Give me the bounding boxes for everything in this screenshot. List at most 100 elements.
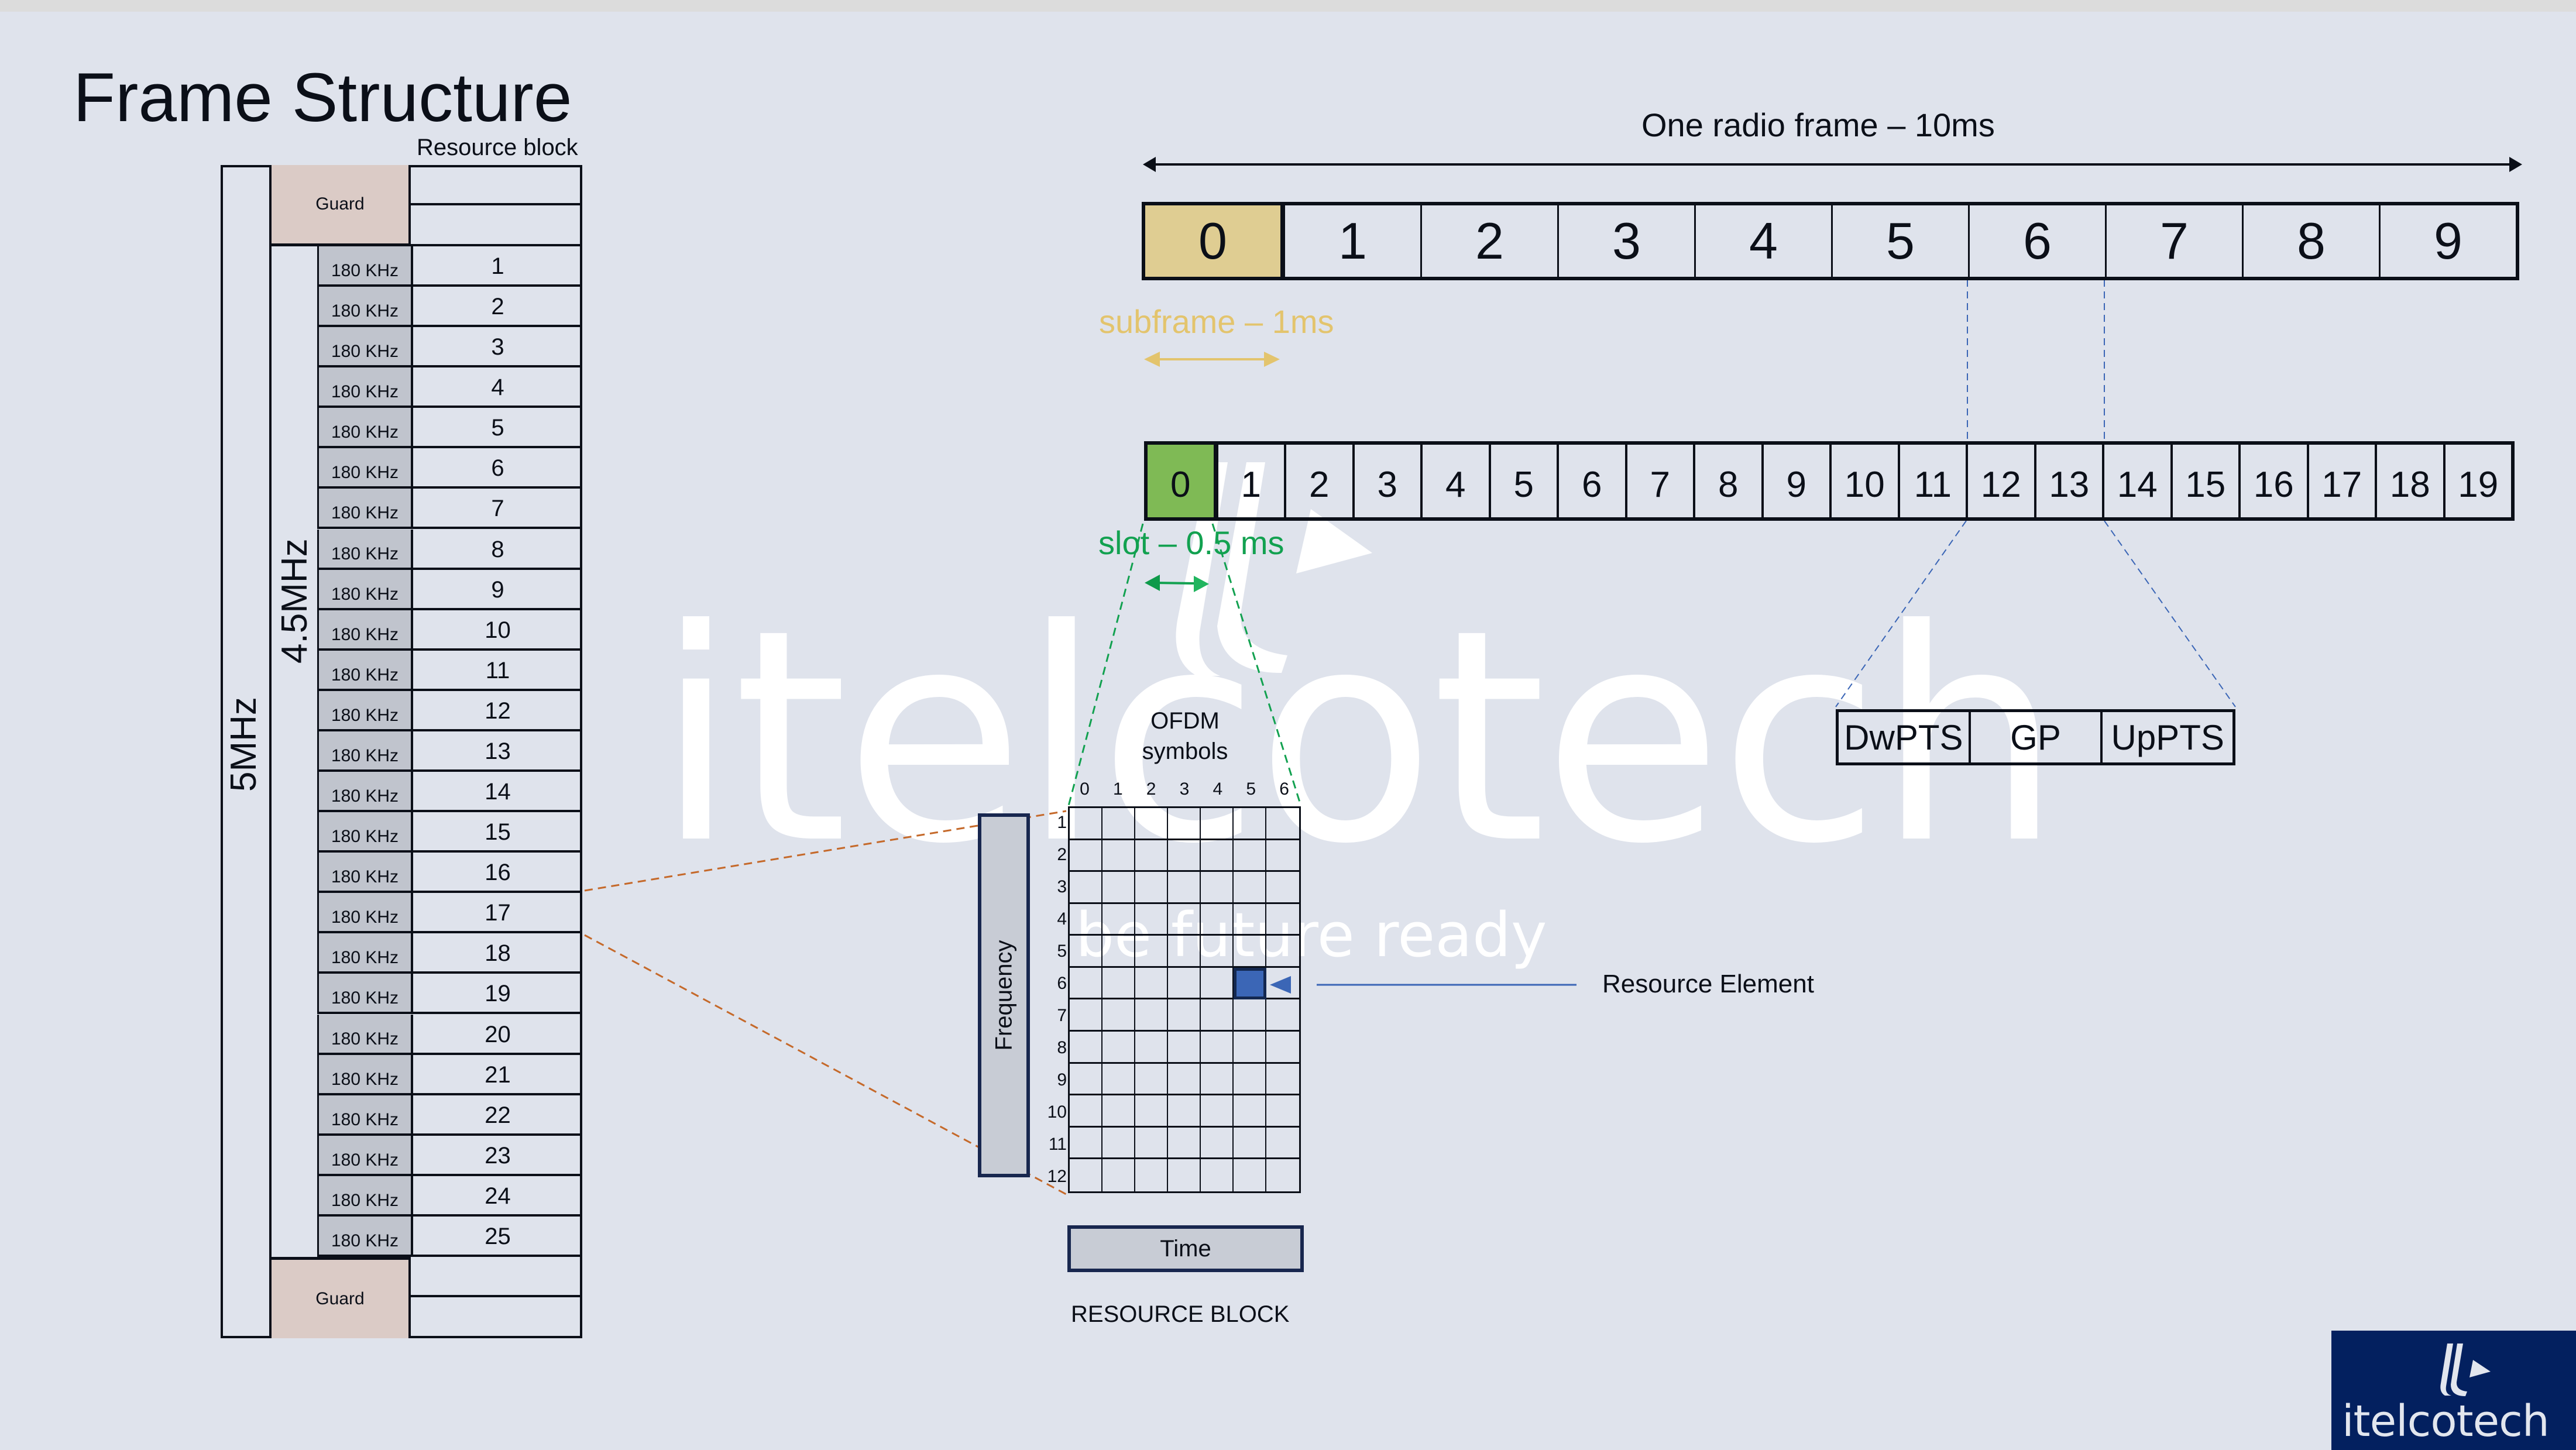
resource-element-cell xyxy=(1234,1063,1266,1096)
ofdm-symbol-index: 6 xyxy=(1279,779,1289,799)
resource-element-cell xyxy=(1135,1127,1168,1160)
rb-bandwidth-cell: 180 KHz xyxy=(317,853,411,894)
resource-element-cell xyxy=(1234,872,1266,904)
subcarrier-index: 9 xyxy=(1057,1070,1067,1090)
resource-element-cell xyxy=(1135,1032,1168,1064)
slot-cell: 18 xyxy=(2375,445,2443,517)
resource-element-cell xyxy=(1201,808,1234,840)
resource-element-cell xyxy=(1234,936,1266,968)
slot-duration-label: slot – 0.5 ms xyxy=(1098,524,1284,561)
subframe-cell: 1 xyxy=(1283,205,1420,277)
rb-bandwidth-cell: 180 KHz xyxy=(317,569,411,610)
ofdm-symbol-index: 4 xyxy=(1213,779,1223,799)
resource-element-cell xyxy=(1102,872,1135,904)
slot-cell: 15 xyxy=(2170,445,2239,517)
slot-cell: 0 xyxy=(1148,445,1216,517)
rb-index-cell: 4 xyxy=(411,367,582,408)
subframe-duration-label: subframe – 1ms xyxy=(1099,303,1334,340)
rb-index-cell: 7 xyxy=(411,489,582,530)
resource-element-cell xyxy=(1234,903,1266,936)
rb-bandwidth-cell: 180 KHz xyxy=(317,772,411,813)
resource-element-cell xyxy=(1070,936,1102,968)
ofdm-symbol-index: 2 xyxy=(1146,779,1156,799)
slot-cell: 10 xyxy=(1829,445,1898,517)
resource-element-cell xyxy=(1168,967,1201,1000)
resource-element-cell xyxy=(1266,1032,1299,1064)
watermark-brand: itelcotech xyxy=(655,567,2062,908)
rb-index-cell: 9 xyxy=(411,569,582,610)
resource-element-cell xyxy=(1070,1095,1102,1128)
rb-index-cell: 16 xyxy=(411,853,582,894)
rb-bandwidth-cell: 180 KHz xyxy=(317,529,411,570)
rb-bandwidth-cell: 180 KHz xyxy=(317,246,411,287)
rb-index-cell: 17 xyxy=(411,893,582,934)
slot-cell: 13 xyxy=(2034,445,2103,517)
resource-element-cell xyxy=(1102,1032,1135,1064)
subcarrier-index: 5 xyxy=(1057,942,1067,961)
rb-bandwidth-cell: 180 KHz xyxy=(317,287,411,328)
slot-cell: 3 xyxy=(1352,445,1421,517)
resource-element-cell xyxy=(1135,840,1168,872)
resource-element-cell xyxy=(1234,1095,1266,1128)
rb-index-cell: 10 xyxy=(411,610,582,651)
rb-bandwidth-cell: 180 KHz xyxy=(317,1095,411,1136)
uppts-field: UpPTS xyxy=(2100,712,2232,762)
rb-bandwidth-cell: 180 KHz xyxy=(317,933,411,974)
resource-element-cell xyxy=(1102,1063,1135,1096)
subframe-cell: 4 xyxy=(1694,205,1831,277)
ofdm-label-line2: symbols xyxy=(1142,738,1228,764)
rb-index-cell: 11 xyxy=(411,650,582,691)
resource-element-cell xyxy=(1070,999,1102,1032)
rb-index-cell: 24 xyxy=(411,1176,582,1217)
resource-element-cell xyxy=(1135,936,1168,968)
subcarrier-index: 7 xyxy=(1057,1006,1067,1025)
rb-bandwidth-cell: 180 KHz xyxy=(317,408,411,449)
guard-rb-cell xyxy=(411,165,582,205)
resource-element-cell xyxy=(1266,936,1299,968)
rb-index-cell: 6 xyxy=(411,448,582,489)
resource-element-cell xyxy=(1201,1095,1234,1128)
resource-element-cell xyxy=(1168,936,1201,968)
subframe-cell: 3 xyxy=(1557,205,1694,277)
resource-element-cell xyxy=(1168,903,1201,936)
resource-element-cell xyxy=(1266,904,1299,936)
usable-bandwidth-column: 4.5MHz xyxy=(269,246,317,1257)
resource-element-cell xyxy=(1102,967,1135,1000)
rb-bandwidth-cell: 180 KHz xyxy=(317,367,411,408)
slot-span-arrow xyxy=(1145,575,1209,592)
slot-cell: 1 xyxy=(1215,445,1284,517)
rb-bandwidth-cell: 180 KHz xyxy=(317,893,411,934)
rb-bandwidth-cell: 180 KHz xyxy=(317,448,411,489)
resource-element-cell xyxy=(1070,967,1102,1000)
subcarrier-index: 3 xyxy=(1057,877,1067,896)
resource-element-cell xyxy=(1070,1127,1102,1160)
guard-band-top: Guard xyxy=(269,165,411,246)
resource-element-cell xyxy=(1168,1063,1201,1096)
resource-element-cell xyxy=(1102,808,1135,840)
resource-element-cell xyxy=(1266,1128,1299,1160)
rb-index-cell: 18 xyxy=(411,933,582,974)
frequency-label: Frequency xyxy=(991,940,1016,1051)
rb-bandwidth-cell: 180 KHz xyxy=(317,1176,411,1217)
resource-element-cell xyxy=(1201,903,1234,936)
frequency-axis-box: Frequency xyxy=(978,813,1030,1177)
itelcotech-mark-icon xyxy=(2440,1344,2491,1396)
selected-resource-element xyxy=(1234,967,1266,1000)
rb-index-cell: 1 xyxy=(411,246,582,287)
resource-element-label: Resource Element xyxy=(1602,970,1814,998)
guard-rb-cell xyxy=(411,1257,582,1297)
resource-element-cell xyxy=(1168,1095,1201,1128)
rb-bandwidth-cell: 180 KHz xyxy=(317,1135,411,1176)
